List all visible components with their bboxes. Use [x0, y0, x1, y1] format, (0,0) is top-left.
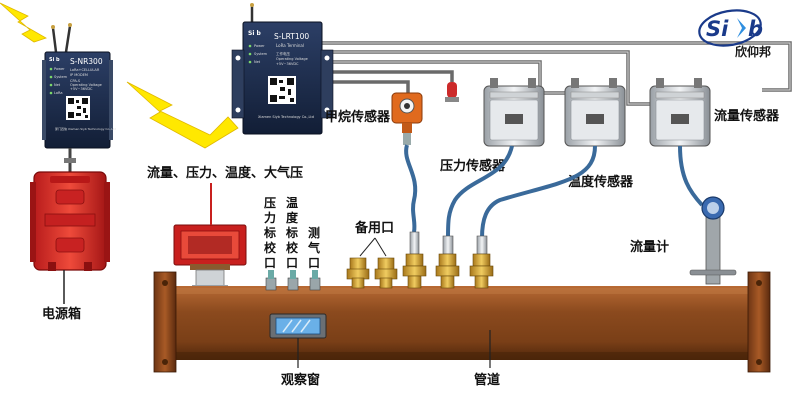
svg-text:+5V~36VDC: +5V~36VDC: [276, 62, 299, 66]
spare-port: [374, 257, 398, 289]
pressure-fitting: [435, 235, 460, 289]
svg-text:校: 校: [286, 240, 299, 255]
led-indicator: [248, 44, 252, 48]
svg-text:CPA-S: CPA-S: [70, 79, 81, 83]
device-left-model: S-NR300: [70, 57, 103, 66]
svg-text:口: 口: [286, 256, 298, 270]
svg-text:测: 测: [308, 225, 320, 240]
methane-label: 甲烷传感器: [325, 109, 391, 125]
svg-text:Operating Voltage: Operating Voltage: [276, 57, 308, 61]
svg-text:Power: Power: [54, 67, 65, 71]
methane-fitting: [402, 231, 427, 289]
svg-text:Power: Power: [254, 44, 265, 48]
led-indicator: [248, 60, 252, 64]
logo-subtitle: 欣仰邦: [735, 44, 771, 59]
svg-text:Xiamen Siyb Technology Co.,Ltd: Xiamen Siyb Technology Co.,Ltd: [258, 115, 314, 119]
qr-code-icon: [268, 76, 296, 104]
methane-sensor: [391, 92, 423, 145]
svg-text:Operating Voltage: Operating Voltage: [70, 83, 102, 87]
logo-brand-b: b: [748, 17, 763, 41]
window-label: 观察窗: [281, 372, 320, 388]
pipe-flange-right: [747, 271, 771, 373]
svg-text:System: System: [254, 52, 268, 56]
alarm-lamp-icon: [445, 82, 459, 102]
led-indicator: [248, 52, 252, 56]
led-indicator: [49, 75, 53, 79]
svg-text:+5V~36VDC: +5V~36VDC: [70, 87, 93, 91]
device-s-lrt100: Si b S-LRT100 LoRa Terminal 工作电压 Operati…: [231, 3, 334, 135]
device-right-brand: Si b: [248, 30, 261, 37]
svg-text:LoRa: LoRa: [54, 91, 63, 95]
svg-text:Net: Net: [54, 83, 61, 87]
device-right-model: S-LRT100: [274, 32, 309, 41]
flow-controller: [649, 78, 711, 147]
svg-text:IP MODEM: IP MODEM: [70, 73, 88, 77]
atmosphere-port: [309, 270, 321, 291]
display-unit: [173, 224, 247, 293]
led-indicator: [49, 67, 53, 71]
svg-text:工作电压: 工作电压: [276, 51, 290, 56]
logo-chevron-icon: [737, 18, 746, 38]
device-s-nr300: Si b S-NR300 LoRa+CELLULAR IP MODEM CPA-…: [42, 23, 116, 149]
svg-text:气: 气: [307, 240, 320, 255]
siyb-logo: Si b 欣仰邦: [698, 9, 771, 59]
svg-text:口: 口: [264, 256, 276, 270]
pressure-controller: [483, 78, 545, 147]
device-left-leds: Power System Net LoRa: [49, 67, 68, 95]
observation-window: [269, 313, 327, 339]
sensor-cables: [446, 145, 704, 239]
svg-text:标: 标: [263, 225, 276, 240]
svg-text:System: System: [54, 75, 68, 79]
pipe-label: 管道: [474, 372, 500, 388]
svg-text:压: 压: [264, 196, 276, 210]
spare-port-label: 备用口: [354, 220, 394, 236]
temperature-controller: [564, 78, 626, 147]
qr-code-icon: [66, 96, 90, 120]
svg-text:LoRa Terminal: LoRa Terminal: [276, 43, 304, 48]
flow-sensor-label: 流量传感器: [714, 108, 780, 124]
cable-methane: [322, 80, 410, 95]
temperature-port-label: 温 度 标 校 口: [285, 196, 299, 270]
svg-text:LoRa+CELLULAR: LoRa+CELLULAR: [70, 68, 100, 72]
logo-brand: Si: [706, 17, 729, 41]
power-box: [30, 171, 110, 271]
spare-ports: [346, 257, 398, 289]
pressure-port-label: 压 力 标 校 口: [263, 196, 277, 270]
flow-meter-label: 流量计: [630, 239, 669, 255]
svg-text:标: 标: [285, 225, 298, 240]
pipe-flange-left: [153, 271, 177, 373]
atmosphere-port-label: 测 气 口: [307, 225, 320, 270]
power-box-label: 电源箱: [42, 306, 81, 322]
led-indicator: [49, 83, 53, 87]
svg-text:厦门四信 Xiamen Siyb Technology Co: 厦门四信 Xiamen Siyb Technology Co.,Ltd: [55, 126, 116, 131]
wireless-bolt-middle: [126, 81, 239, 149]
wireless-bolt-top: [0, 2, 47, 43]
device-right-leds: Power System Net: [248, 44, 268, 64]
spare-port: [346, 257, 370, 289]
svg-text:温: 温: [286, 196, 298, 210]
pipe-body: [172, 286, 752, 360]
svg-text:Net: Net: [254, 60, 261, 64]
pressure-calibration-port: [265, 270, 277, 291]
device-left-brand: Si b: [49, 57, 60, 63]
svg-text:力: 力: [264, 210, 276, 225]
temperature-calibration-port: [287, 270, 299, 291]
led-indicator: [49, 91, 53, 95]
pressure-sensor-label: 压力传感器: [440, 158, 506, 174]
svg-text:度: 度: [286, 210, 299, 225]
temperature-fitting: [469, 235, 494, 289]
svg-text:口: 口: [308, 256, 320, 270]
display-caption: 流量、压力、温度、大气压: [147, 165, 303, 181]
svg-text:校: 校: [264, 240, 277, 255]
cable-methane-lamp: [322, 70, 454, 82]
flow-meter: [689, 196, 737, 285]
methane-cable: [404, 144, 418, 233]
temperature-sensor-label: 温度传感器: [568, 174, 634, 190]
